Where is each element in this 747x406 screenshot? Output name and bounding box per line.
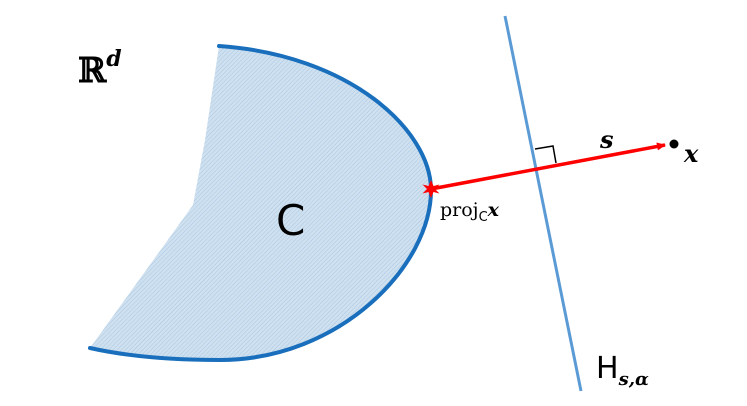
- space-label: ℝd: [78, 46, 122, 91]
- space-exponent: d: [106, 46, 121, 72]
- point-x-dot: [669, 139, 679, 149]
- space-symbol: ℝ: [78, 51, 107, 91]
- hyperplane-subscript: s,α: [618, 369, 649, 390]
- right-angle-marker: [534, 145, 557, 164]
- hyperplane-symbol: H: [596, 351, 619, 386]
- convex-set-boundary: [88, 44, 434, 363]
- direction-label: s: [599, 125, 614, 154]
- point-label: x: [683, 139, 699, 168]
- set-label: C: [276, 196, 305, 245]
- projection-arrow: [430, 142, 666, 191]
- projection-subscript: C: [479, 210, 488, 225]
- projection-argument: x: [487, 199, 500, 221]
- projection-point-marker: [422, 180, 440, 198]
- hyperplane-label: Hs,α: [596, 351, 649, 390]
- convex-set-region: [90, 46, 432, 360]
- projection-label: projCx: [440, 199, 500, 225]
- hyperplane-line: [503, 15, 583, 392]
- projection-prefix: proj: [440, 199, 479, 221]
